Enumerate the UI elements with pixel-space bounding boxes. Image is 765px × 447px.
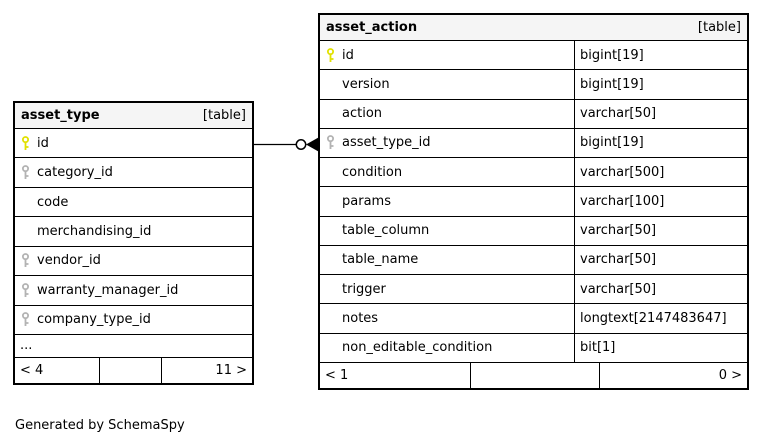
table-title[interactable]: asset_action — [326, 20, 418, 35]
table-row: warranty_manager_id — [15, 276, 252, 306]
table-row: notes longtext[2147483647] — [320, 304, 747, 334]
table-row: merchandising_id — [15, 217, 252, 247]
key-icon — [21, 165, 30, 180]
key-icon — [21, 282, 30, 298]
key-icon — [21, 253, 30, 268]
column-type: varchar[50] — [580, 252, 657, 268]
column-name: params — [342, 193, 391, 209]
column-name: trigger — [342, 281, 386, 297]
column-name: code — [37, 194, 69, 210]
table-tag: [table] — [202, 108, 246, 123]
column-type: varchar[100] — [580, 193, 665, 209]
footer-left-stat: < 1 — [325, 367, 349, 383]
column-type: longtext[2147483647] — [580, 311, 727, 327]
ellipsis-row: ... — [15, 335, 252, 358]
column-name: warranty_manager_id — [37, 282, 179, 298]
column-name: notes — [342, 311, 379, 327]
table-row: id bigint[19] — [320, 41, 747, 71]
column-name: table_name — [342, 252, 419, 268]
table-header: asset_type [table] — [15, 103, 252, 129]
table-row: condition varchar[500] — [320, 158, 747, 188]
column-type: varchar[50] — [580, 223, 657, 239]
key-icon — [326, 135, 335, 150]
relationship-connector-line — [253, 137, 318, 152]
generated-by-credit: Generated by SchemaSpy — [15, 418, 185, 433]
table-row: trigger varchar[50] — [320, 275, 747, 305]
footer-right-stat: 11 > — [161, 357, 252, 383]
column-name: company_type_id — [37, 312, 151, 328]
table-header: asset_action [table] — [320, 15, 747, 41]
column-name: vendor_id — [37, 253, 101, 269]
column-type: bigint[19] — [580, 47, 644, 63]
column-name: asset_type_id — [342, 135, 431, 151]
table-row: vendor_id — [15, 246, 252, 277]
zero-or-one-circle-marker — [295, 139, 307, 150]
column-name: condition — [342, 164, 403, 180]
column-type: bigint[19] — [580, 76, 644, 92]
table-row: non_editable_condition bit[1] — [320, 333, 747, 363]
column-type: varchar[50] — [580, 106, 657, 122]
column-name: non_editable_condition — [342, 340, 493, 356]
table-row: version bigint[19] — [320, 70, 747, 100]
footer-left-stat: < 4 — [20, 362, 44, 378]
table-footer: < 4 11 > — [15, 357, 252, 383]
table-tag: [table] — [697, 20, 741, 35]
key-icon — [326, 47, 335, 63]
table-row: action varchar[50] — [320, 99, 747, 129]
column-type: bigint[19] — [580, 135, 644, 151]
column-name: action — [342, 106, 383, 122]
column-name: version — [342, 76, 390, 92]
table-row: id — [15, 129, 252, 159]
table-row: table_name varchar[50] — [320, 245, 747, 276]
key-icon — [21, 312, 30, 327]
column-name: id — [342, 47, 354, 63]
table-row: asset_type_id bigint[19] — [320, 128, 747, 159]
arrowhead-marker — [306, 137, 318, 152]
footer-middle-cell — [470, 362, 599, 388]
key-icon — [21, 135, 30, 151]
column-name: category_id — [37, 165, 113, 181]
table-asset-type[interactable]: asset_type [table] id category_id — [13, 101, 254, 385]
column-type: varchar[500] — [580, 164, 665, 180]
table-row: company_type_id — [15, 305, 252, 335]
column-type: varchar[50] — [580, 281, 657, 297]
table-row: category_id — [15, 158, 252, 188]
table-row: params varchar[100] — [320, 187, 747, 217]
table-row: table_column varchar[50] — [320, 216, 747, 246]
table-asset-action[interactable]: asset_action [table] id bigint[19] versi… — [318, 13, 749, 390]
footer-middle-cell — [99, 357, 161, 383]
column-name: id — [37, 135, 49, 151]
table-title[interactable]: asset_type — [21, 108, 100, 123]
table-row: code — [15, 187, 252, 218]
column-name: table_column — [342, 223, 430, 239]
footer-right-stat: 0 > — [599, 362, 747, 388]
column-name: merchandising_id — [37, 223, 152, 239]
column-type: bit[1] — [580, 340, 616, 356]
table-footer: < 1 0 > — [320, 362, 747, 388]
